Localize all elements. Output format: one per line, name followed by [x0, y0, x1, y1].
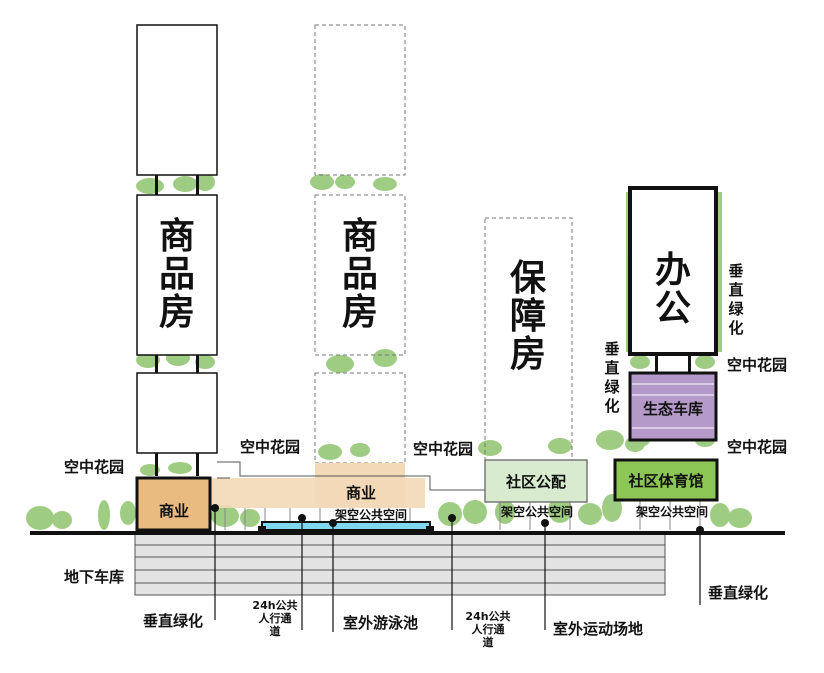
- callout-outdoor-pool: 室外游泳池: [343, 614, 418, 632]
- callout-pedestrian-path-2: 24h公共人行通道: [465, 609, 510, 649]
- sky-garden-right-label: 空中花园: [413, 440, 473, 458]
- underground-parking: [134, 532, 666, 596]
- office-tower: [628, 186, 718, 442]
- residential-tower-2-text: 商品房: [342, 216, 378, 333]
- callout-sports-field: 室外运动场地: [553, 620, 643, 638]
- sky-garden-mid-label: 空中花园: [240, 438, 300, 456]
- callout-vertical-green-right: 垂直绿化: [708, 584, 768, 602]
- podium: [135, 458, 719, 534]
- stilt-space-3-label: 架空公共空间: [635, 504, 708, 519]
- stilt-space-1-label: 架空公共空间: [334, 507, 407, 522]
- community-facility-label: 社区公配: [505, 473, 566, 491]
- callout-dots: [211, 504, 704, 534]
- office-tower-text: 办公: [655, 250, 691, 329]
- commercial-left-label: 商业: [159, 502, 189, 520]
- sky-garden-left-label: 空中花园: [64, 458, 124, 476]
- callout-vertical-green-bottom: 垂直绿化: [143, 612, 203, 630]
- commercial-center-label: 商业: [346, 484, 376, 502]
- vertical-green-office-left-label: 垂直绿化: [604, 340, 620, 415]
- vertical-green-office-right-label: 垂直绿化: [728, 262, 744, 337]
- sky-garden-office-upper-label: 空中花园: [727, 356, 787, 374]
- affordable-tower-text: 保障房: [510, 258, 547, 375]
- callout-pedestrian-path-1: 24h公共人行通道: [252, 598, 297, 638]
- eco-parking-label: 生态车库: [643, 400, 703, 418]
- tower-labels: 商品房 商品房 保障房 办公: [159, 216, 691, 375]
- underground-parking-label: 地下车库: [64, 568, 124, 586]
- stilt-space-2-label: 架空公共空间: [500, 504, 573, 519]
- community-gym-label: 社区体育馆: [627, 472, 703, 490]
- residential-tower-1-text: 商品房: [159, 216, 195, 333]
- sky-garden-office-lower-label: 空中花园: [727, 438, 787, 456]
- callout-leaders: [214, 508, 701, 632]
- residential-tower-1: [136, 24, 218, 476]
